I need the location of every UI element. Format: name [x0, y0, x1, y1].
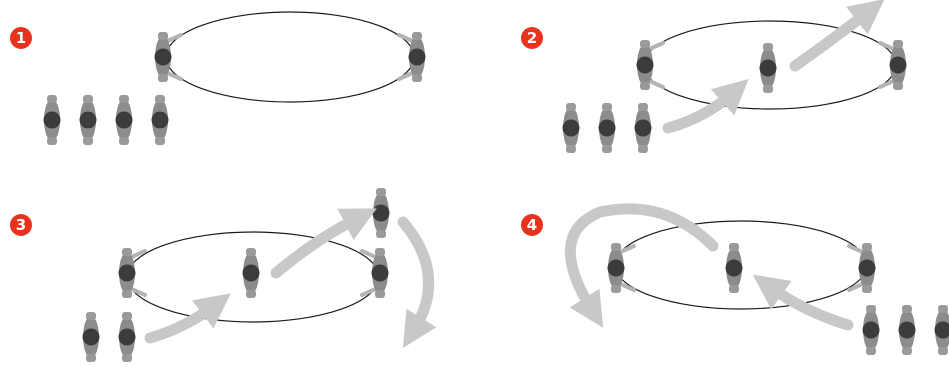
waiting-person [562, 103, 580, 153]
step-number: 2 [527, 29, 537, 47]
jumping-person [725, 243, 743, 293]
step-badge: 1 [10, 27, 32, 49]
rope-ring [165, 11, 415, 103]
waiting-person [151, 95, 169, 145]
waiting-person [898, 305, 916, 355]
jumping-person [759, 43, 777, 93]
waiting-person [634, 103, 652, 153]
numbered-badge-icon [10, 214, 32, 236]
waiting-person [598, 103, 616, 153]
loop-back-arrow [565, 203, 719, 328]
waiting-person [79, 95, 97, 145]
step-number: 3 [16, 216, 26, 234]
rope-holder-left [637, 40, 664, 90]
exiting-person [372, 188, 390, 238]
waiting-person [43, 95, 61, 145]
waiting-person [115, 95, 133, 145]
step-badge: 2 [521, 27, 543, 49]
rope-holder-right [880, 40, 907, 90]
step-number: 1 [16, 29, 26, 47]
numbered-badge-icon [521, 27, 543, 49]
panel-2: 2 [521, 0, 907, 153]
rope-holder-left [155, 32, 182, 82]
numbered-badge-icon [521, 214, 543, 236]
step-badge: 3 [10, 214, 32, 236]
panel-4: 4 [521, 203, 949, 355]
rope-holder-right [399, 32, 426, 82]
enter-arrow [662, 78, 749, 134]
return-arrow [397, 216, 437, 348]
panel-1: 1 [10, 11, 426, 145]
exit-arrow [270, 208, 377, 279]
waiting-person [118, 312, 136, 362]
panel-3: 3 [10, 188, 437, 362]
waiting-person [862, 305, 880, 355]
step-number: 4 [527, 216, 537, 234]
rope-holder-right [362, 248, 389, 298]
jumping-person [242, 248, 260, 298]
enter-arrow [144, 293, 231, 344]
waiting-person [934, 305, 949, 355]
numbered-badge-icon [10, 27, 32, 49]
enter-arrow [752, 274, 854, 331]
rope-holder-left [119, 248, 146, 298]
waiting-person [82, 312, 100, 362]
step-badge: 4 [521, 214, 543, 236]
exit-arrow [789, 0, 885, 72]
